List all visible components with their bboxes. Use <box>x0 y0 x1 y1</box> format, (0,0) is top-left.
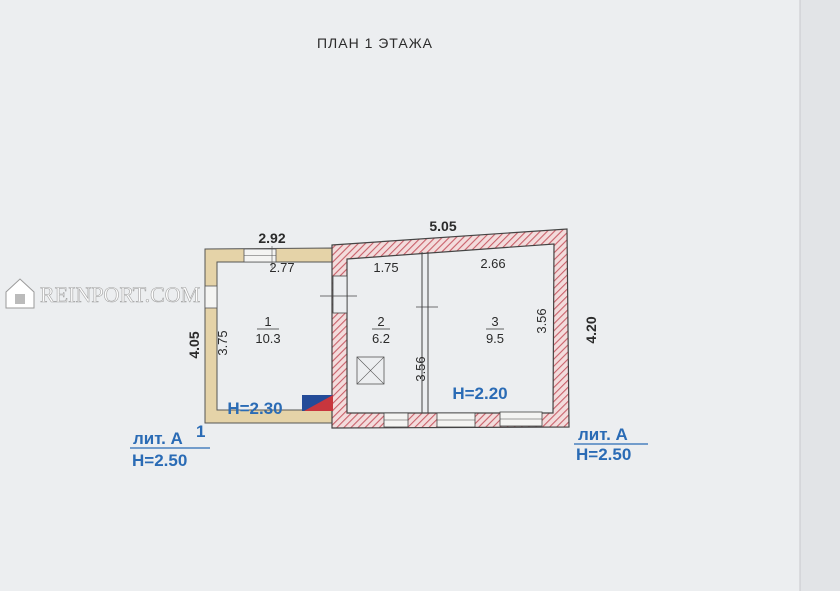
svg-text:лит. А: лит. А <box>578 425 628 444</box>
svg-text:3: 3 <box>491 314 498 329</box>
boiler-icon <box>302 395 333 411</box>
dim-room2-width: 1.75 <box>373 260 398 275</box>
dim-house-outer-depth: 4.20 <box>583 316 599 343</box>
svg-text:10.3: 10.3 <box>255 331 280 346</box>
dim-room3-depth: 3.56 <box>534 308 549 333</box>
paper-sheet <box>0 0 800 591</box>
svg-text:REINPORT.COM: REINPORT.COM <box>40 282 200 307</box>
watermark: REINPORT.COM <box>5 278 201 309</box>
room-1-label: 1 10.3 <box>255 314 280 346</box>
doorway-annex <box>332 275 348 314</box>
dim-room2-depth: 3.56 <box>413 356 428 381</box>
annex-lit-label: лит. А 1 H=2.50 <box>130 422 210 470</box>
svg-text:1: 1 <box>264 314 271 329</box>
annex-room-height: H=2.30 <box>227 399 282 418</box>
svg-text:лит. А: лит. А <box>133 429 183 448</box>
annex-side-window <box>204 285 218 309</box>
house-lit-label: лит. А H=2.50 <box>574 425 648 464</box>
svg-text:H=2.50: H=2.50 <box>132 451 187 470</box>
dim-room3-width: 2.66 <box>480 256 505 271</box>
svg-text:9.5: 9.5 <box>486 331 504 346</box>
room-2-label: 2 6.2 <box>372 314 390 346</box>
plan-title: ПЛАН 1 ЭТАЖА <box>317 35 433 51</box>
dim-house-outer-width: 5.05 <box>429 218 456 234</box>
stove-icon <box>356 356 385 385</box>
dim-annex-outer-depth: 4.05 <box>186 331 202 358</box>
house-walls <box>302 228 570 429</box>
room-3-label: 3 9.5 <box>486 314 504 346</box>
svg-text:1: 1 <box>196 422 205 441</box>
svg-text:6.2: 6.2 <box>372 331 390 346</box>
svg-text:2: 2 <box>377 314 384 329</box>
dim-annex-inner-depth: 3.75 <box>215 330 230 355</box>
house-room-height: H=2.20 <box>452 384 507 403</box>
svg-text:H=2.50: H=2.50 <box>576 445 631 464</box>
dim-annex-inner-width: 2.77 <box>269 260 294 275</box>
dim-annex-outer-width: 2.92 <box>258 230 285 246</box>
paper-edge <box>800 0 840 591</box>
